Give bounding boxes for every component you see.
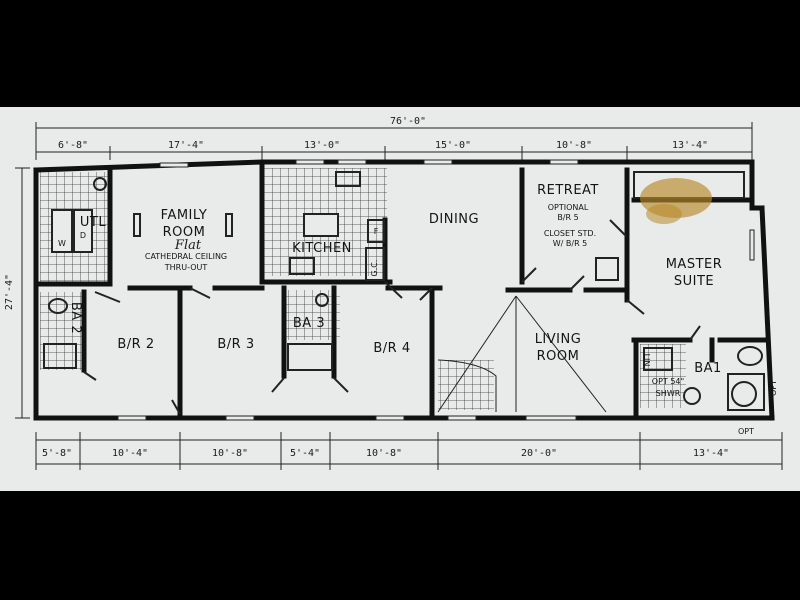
exterior-walls xyxy=(33,159,775,421)
label-opt-b: OPT xyxy=(738,427,754,436)
bottom-dim-6: 20'-0" xyxy=(521,448,557,459)
label-ba1: BA1 xyxy=(694,361,722,376)
label-ba2: BA 2 xyxy=(68,302,83,334)
ceiling-lines xyxy=(437,295,607,413)
label-living-2: ROOM xyxy=(537,349,580,364)
top-dimensions: 76'-0" 6'-8" 17'-4" 13'-0" 15'-0" 10'-8"… xyxy=(35,116,753,160)
label-family-2: ROOM xyxy=(163,225,206,240)
fixtures xyxy=(43,171,765,411)
label-thru-out: THRU-OUT xyxy=(164,263,208,272)
overall-length-label: 76'-0" xyxy=(390,116,426,127)
label-f: F xyxy=(374,227,379,236)
label-br3: B/R 3 xyxy=(217,337,254,352)
label-opt-shwr-1: OPT 54" xyxy=(652,377,684,386)
room-labels: UTL W D FAMILY ROOM Flat CATHEDRAL CEILI… xyxy=(58,183,778,436)
label-living-1: LIVING xyxy=(535,332,582,347)
label-family-1: FAMILY xyxy=(161,208,208,223)
label-lin: LIN xyxy=(642,354,651,367)
label-br2: B/R 2 xyxy=(117,337,154,352)
side-dimension: 27'-4" xyxy=(4,167,30,419)
door-swings xyxy=(83,219,701,415)
label-utl: UTL xyxy=(80,215,106,230)
bottom-dim-3: 10'-8" xyxy=(212,448,248,459)
bottom-dim-1: 5'-8" xyxy=(42,448,72,459)
label-master-1: MASTER xyxy=(666,257,723,272)
label-opt-a: OPT xyxy=(769,380,778,396)
bottom-dimensions: 5'-8" 10'-4" 10'-8" 5'-4" 10'-8" 20'-0" … xyxy=(35,432,783,470)
top-dim-2: 17'-4" xyxy=(168,140,204,151)
top-dim-6: 13'-4" xyxy=(672,140,708,151)
side-dim-label: 27'-4" xyxy=(4,274,15,310)
bottom-dim-2: 10'-4" xyxy=(112,448,148,459)
label-flat: Flat xyxy=(174,238,202,253)
bottom-dim-4: 5'-4" xyxy=(290,448,320,459)
label-br5-a: B/R 5 xyxy=(557,213,578,222)
label-cathedral: CATHEDRAL CEILING xyxy=(145,252,227,261)
bottom-dim-7: 13'-4" xyxy=(693,448,729,459)
label-master-2: SUITE xyxy=(674,274,714,289)
label-retreat: RETREAT xyxy=(537,183,599,198)
interior-walls xyxy=(37,163,768,417)
label-d: D xyxy=(80,231,86,240)
label-closet-std: CLOSET STD. xyxy=(544,229,596,238)
label-optional: OPTIONAL xyxy=(548,203,589,212)
windows xyxy=(117,159,755,421)
label-br4: B/R 4 xyxy=(373,341,410,356)
label-ba3: BA 3 xyxy=(293,316,325,331)
top-dim-3: 13'-0" xyxy=(304,140,340,151)
top-dim-1: 6'-8" xyxy=(58,140,88,151)
top-dim-5: 10'-8" xyxy=(556,140,592,151)
label-gc: G.C. xyxy=(370,260,379,277)
label-opt-shwr-2: SHWR xyxy=(656,389,681,398)
label-w-br5: W/ B/R 5 xyxy=(553,239,588,248)
top-dim-4: 15'-0" xyxy=(435,140,471,151)
label-dining: DINING xyxy=(429,212,479,227)
label-kitchen: KITCHEN xyxy=(292,241,352,256)
label-w: W xyxy=(58,239,66,248)
bottom-dim-5: 10'-8" xyxy=(366,448,402,459)
